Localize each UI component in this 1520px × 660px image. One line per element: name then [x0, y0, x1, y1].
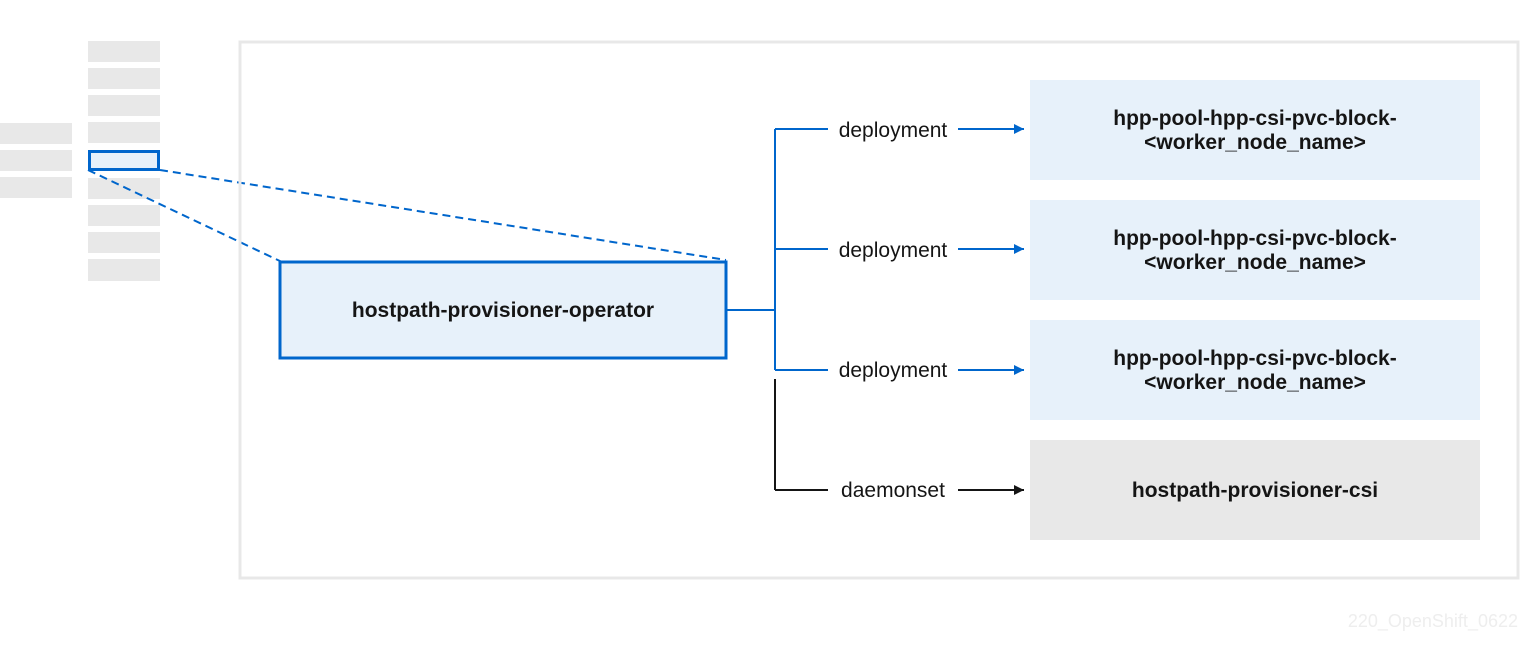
- rack-node-block: [88, 178, 160, 199]
- edge-row: daemonset: [775, 479, 1024, 502]
- target-box: [1030, 200, 1480, 300]
- target-node: hpp-pool-hpp-csi-pvc-block- <worker_node…: [1030, 320, 1480, 420]
- target-label: hostpath-provisioner-csi: [1132, 479, 1378, 502]
- node-container: [238, 40, 1520, 580]
- target-label-line2: <worker_node_name>: [1144, 251, 1366, 274]
- edge-row: deployment: [775, 119, 1024, 142]
- target-node: hpp-pool-hpp-csi-pvc-block- <worker_node…: [1030, 200, 1480, 300]
- rack-node-block: [88, 95, 160, 116]
- image-id-watermark: 220_OpenShift_0622: [1348, 611, 1518, 632]
- connector-trunk: [726, 129, 776, 490]
- target-node: hpp-pool-hpp-csi-pvc-block- <worker_node…: [1030, 80, 1480, 180]
- rack-side-block: [0, 150, 72, 171]
- target-label-line1: hpp-pool-hpp-csi-pvc-block-: [1113, 107, 1396, 130]
- rack-node-block: [88, 232, 160, 253]
- target-label-line1: hpp-pool-hpp-csi-pvc-block-: [1113, 347, 1396, 370]
- rack-node-block: [88, 41, 160, 62]
- target-label-line2: <worker_node_name>: [1144, 131, 1366, 154]
- zoom-dashed-line: [159, 169, 727, 261]
- edge-row: deployment: [775, 239, 1024, 262]
- rack-side-block: [0, 123, 72, 144]
- rack-side-block: [0, 177, 72, 198]
- zoom-dashed-line: [87, 169, 283, 263]
- target-label-line2: <worker_node_name>: [1144, 371, 1366, 394]
- target-label-line1: hpp-pool-hpp-csi-pvc-block-: [1113, 227, 1396, 250]
- edge-label-deployment: deployment: [839, 239, 948, 262]
- operator-label: hostpath-provisioner-operator: [352, 299, 654, 322]
- target-box: [1030, 320, 1480, 420]
- edge-row: deployment: [775, 359, 1024, 382]
- target-box: [1030, 80, 1480, 180]
- rack-node-block: [88, 122, 160, 143]
- edge-label-deployment: deployment: [839, 119, 948, 142]
- edge-label-deployment: deployment: [839, 359, 948, 382]
- cluster-rack-illustration: [0, 41, 160, 281]
- rack-node-block: [88, 68, 160, 89]
- edge-label-daemonset: daemonset: [841, 479, 945, 502]
- target-node-csi: hostpath-provisioner-csi: [1030, 440, 1480, 540]
- operator-node: hostpath-provisioner-operator: [278, 260, 728, 360]
- target-box-gray: [1030, 440, 1480, 540]
- rack-node-block: [88, 205, 160, 226]
- rack-node-block: [88, 259, 160, 281]
- rack-node-highlighted: [88, 150, 160, 171]
